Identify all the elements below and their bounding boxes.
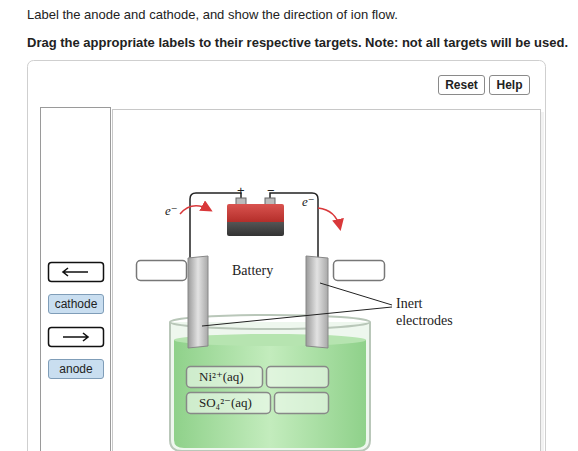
button-text: anode bbox=[59, 362, 92, 376]
arrow-tile bbox=[49, 263, 104, 282]
instruction-text: Drag the appropriate labels to their res… bbox=[27, 35, 568, 51]
reset-button: Reset bbox=[438, 75, 485, 95]
drop-target bbox=[267, 367, 329, 388]
drop-target bbox=[137, 261, 187, 281]
polarity-sign: − bbox=[267, 183, 275, 199]
battery-terminal bbox=[265, 198, 275, 205]
battery-terminal bbox=[236, 198, 246, 205]
electron-label: e⁻ bbox=[165, 203, 178, 219]
callout-label: Inert electrodes bbox=[396, 296, 476, 330]
ion-label: Ni²⁺(aq) bbox=[199, 369, 244, 385]
leader-line bbox=[320, 283, 392, 305]
solution bbox=[174, 340, 366, 448]
arrow-tile bbox=[49, 328, 104, 347]
drop-target bbox=[187, 393, 271, 414]
electron-arrow bbox=[318, 208, 340, 228]
electrode bbox=[188, 256, 208, 348]
battery bbox=[227, 204, 284, 236]
question-prompt: Label the anode and cathode, and show th… bbox=[27, 7, 398, 23]
question-panel bbox=[28, 61, 546, 451]
button-text: cathode bbox=[55, 297, 98, 311]
right-arrow bbox=[63, 333, 88, 341]
drop-target bbox=[187, 367, 263, 388]
label-palette bbox=[41, 108, 111, 451]
canvas bbox=[113, 110, 541, 451]
ion-label: SO₄²⁻(aq) bbox=[199, 395, 252, 411]
polarity-sign: + bbox=[237, 183, 245, 199]
drop-target bbox=[334, 261, 385, 281]
label-tile: cathode bbox=[48, 294, 104, 314]
electron-arrow bbox=[180, 206, 210, 214]
electrode bbox=[306, 256, 328, 348]
leader-line bbox=[202, 307, 392, 326]
left-arrow bbox=[63, 268, 88, 276]
drop-target bbox=[275, 393, 329, 414]
label-tile: anode bbox=[48, 359, 104, 379]
button-text: Help bbox=[496, 78, 522, 92]
battery-label: Battery bbox=[232, 263, 273, 280]
electron-label: e⁻ bbox=[302, 194, 315, 210]
button-text: Reset bbox=[445, 78, 478, 92]
help-button: Help bbox=[489, 75, 530, 95]
